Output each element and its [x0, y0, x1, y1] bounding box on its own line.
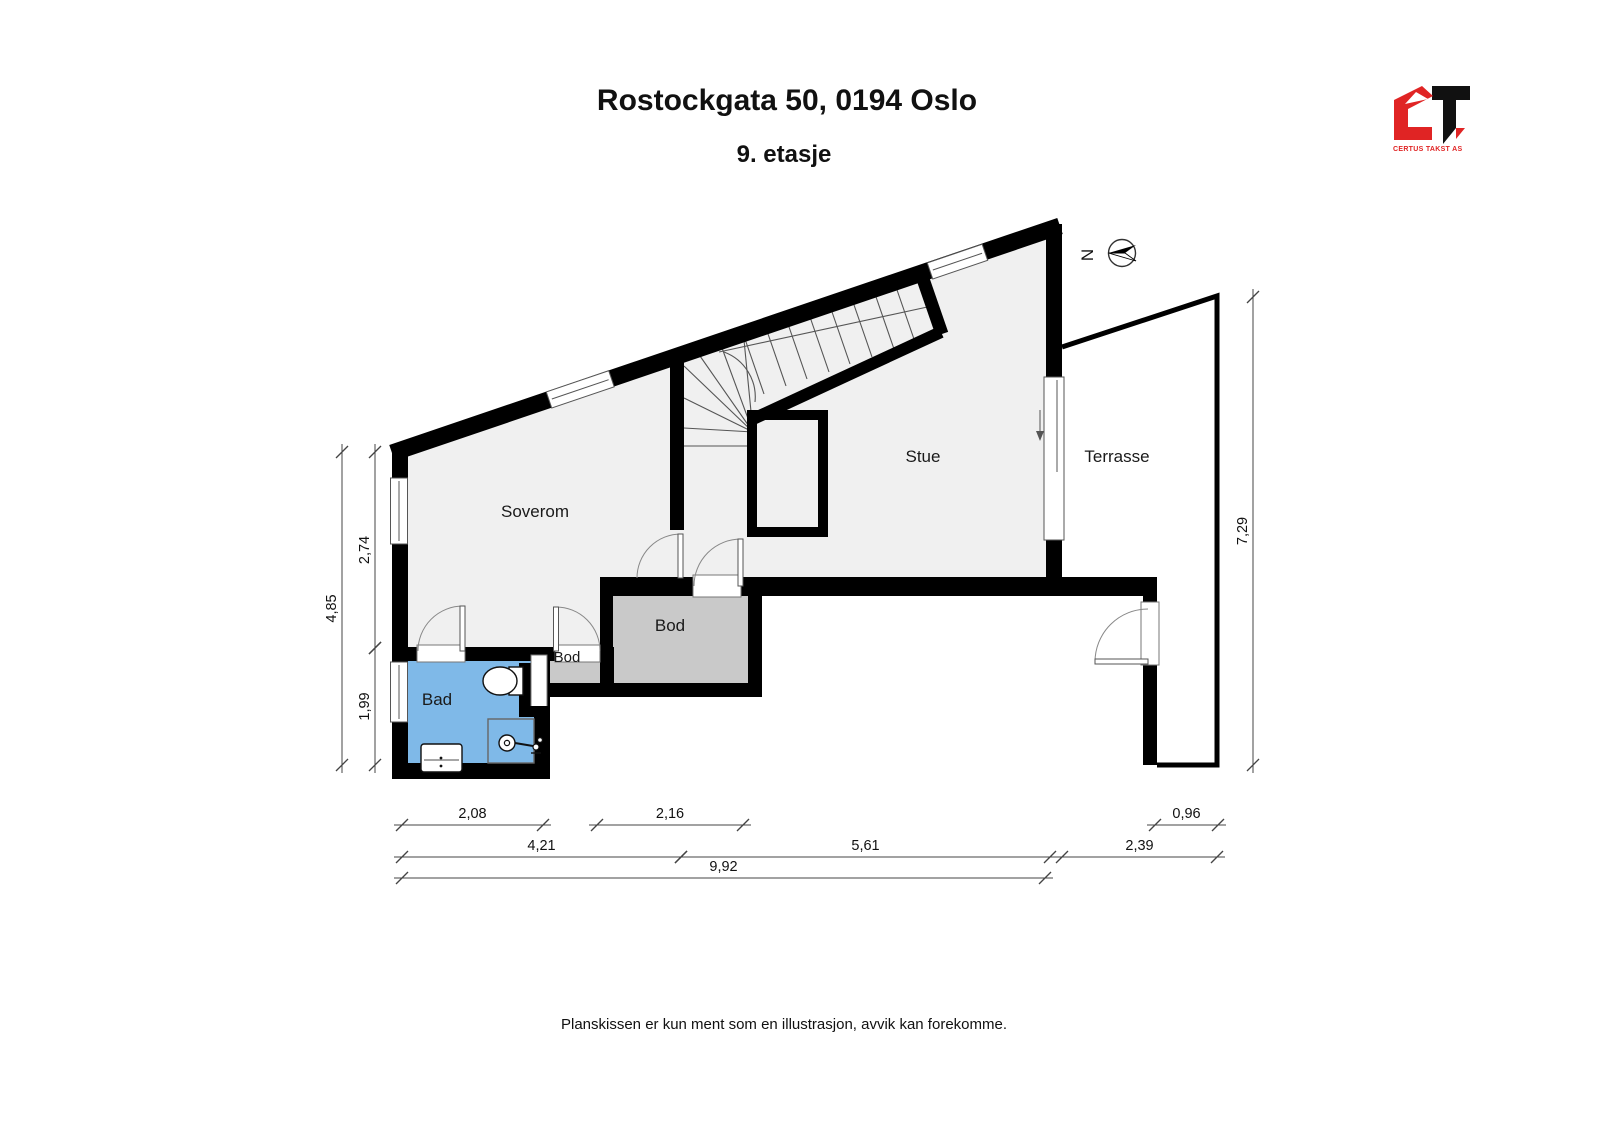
floor-areas: [400, 228, 1058, 767]
sliding-door-living-room: [1036, 376, 1065, 541]
window-top-2: [926, 243, 989, 280]
doors: [417, 533, 1149, 665]
window-left-2: [390, 661, 408, 723]
dimension-label: 1,99: [357, 692, 373, 720]
dimension-label: 0,96: [1172, 806, 1200, 822]
room-label-soverom: Soverom: [501, 502, 569, 521]
bedroom-hall-wall: [670, 352, 684, 530]
dimension-label: 2,39: [1125, 838, 1153, 854]
dimension-label: 4,21: [527, 838, 555, 854]
dimension-vertical: 2,74: [357, 444, 376, 656]
dimension-label: 9,92: [709, 859, 737, 875]
room-label-terrasse: Terrasse: [1084, 447, 1149, 466]
terrace-outline: [1061, 292, 1220, 768]
storage-large-left-wall: [600, 578, 613, 697]
bedroom-floor: [400, 560, 614, 655]
storage-large-floor: [613, 590, 748, 687]
window-top-1: [545, 370, 615, 409]
wall-openings: [416, 574, 1160, 666]
dimension-label: 2,08: [458, 806, 486, 822]
logo-mark-icon: [1394, 86, 1470, 144]
dimension-horizontal: 2,08: [394, 806, 551, 826]
entry-arrow-icon: [1036, 431, 1044, 441]
window-left-1: [390, 477, 408, 545]
storage-large-right-wall: [748, 578, 762, 697]
room-label-bod-small: Bod: [554, 649, 581, 666]
disclaimer-text: Planskissen er kun ment som en illustras…: [561, 1016, 1007, 1033]
storage-large-bottom-wall: [600, 683, 762, 697]
dimension-vertical: 1,99: [357, 640, 376, 773]
bathroom-bottom-wall: [392, 763, 550, 779]
dimension-horizontal: 9,92: [394, 859, 1053, 879]
dimension-annotations: 2,08 2,16 0,96 4,21 5,61 2,39 9,92 4,85 2,74 1,99…: [324, 289, 1260, 885]
dimension-label: 2,74: [357, 536, 373, 564]
dimension-horizontal: 2,39: [1054, 838, 1225, 858]
dimension-label: 4,85: [324, 594, 340, 622]
main-floor: [400, 228, 1058, 592]
dimension-horizontal: 0,96: [1147, 806, 1226, 826]
room-label-bad: Bad: [422, 690, 452, 709]
dimension-label: 2,16: [656, 806, 684, 822]
toilet-icon: [482, 666, 524, 696]
dimension-label: 7,29: [1235, 517, 1251, 545]
company-logo: CERTUS TAKST AS: [1393, 86, 1470, 153]
stair-void: [747, 276, 949, 537]
logo-company-name: CERTUS TAKST AS: [1393, 146, 1462, 153]
room-label-stue: Stue: [906, 447, 941, 466]
page-title: Rostockgata 50, 0194 Oslo: [597, 84, 977, 117]
compass: N: [1078, 238, 1137, 268]
bathroom-cabinet: [530, 654, 548, 709]
shower-icon: [487, 718, 543, 764]
north-arrow-icon: [1107, 238, 1137, 268]
bathroom-door: [417, 605, 466, 652]
dimension-vertical: 7,29: [1235, 289, 1254, 773]
sink-icon: [420, 743, 463, 773]
storage-large-door: [693, 538, 744, 587]
dimension-label: 5,61: [851, 838, 879, 854]
south-wall: [600, 577, 1157, 596]
room-label-bod-large: Bod: [655, 616, 685, 635]
bathroom-fixtures: [420, 654, 550, 773]
dimension-horizontal: 5,61: [673, 838, 1058, 858]
dimension-horizontal: 4,21: [394, 838, 689, 858]
bedroom-hall-door: [636, 533, 684, 579]
storage-small-door: [553, 606, 601, 652]
dimension-vertical: 4,85: [324, 444, 343, 773]
floor-subtitle: 9. etasje: [737, 141, 832, 168]
compass-north-label: N: [1078, 249, 1097, 261]
terrace-door: [1094, 608, 1149, 665]
bathroom-partition-stub: [519, 706, 550, 717]
storage-small-bottom-wall: [534, 683, 614, 697]
dimension-horizontal: 2,16: [589, 806, 751, 826]
windows: [390, 243, 1065, 723]
